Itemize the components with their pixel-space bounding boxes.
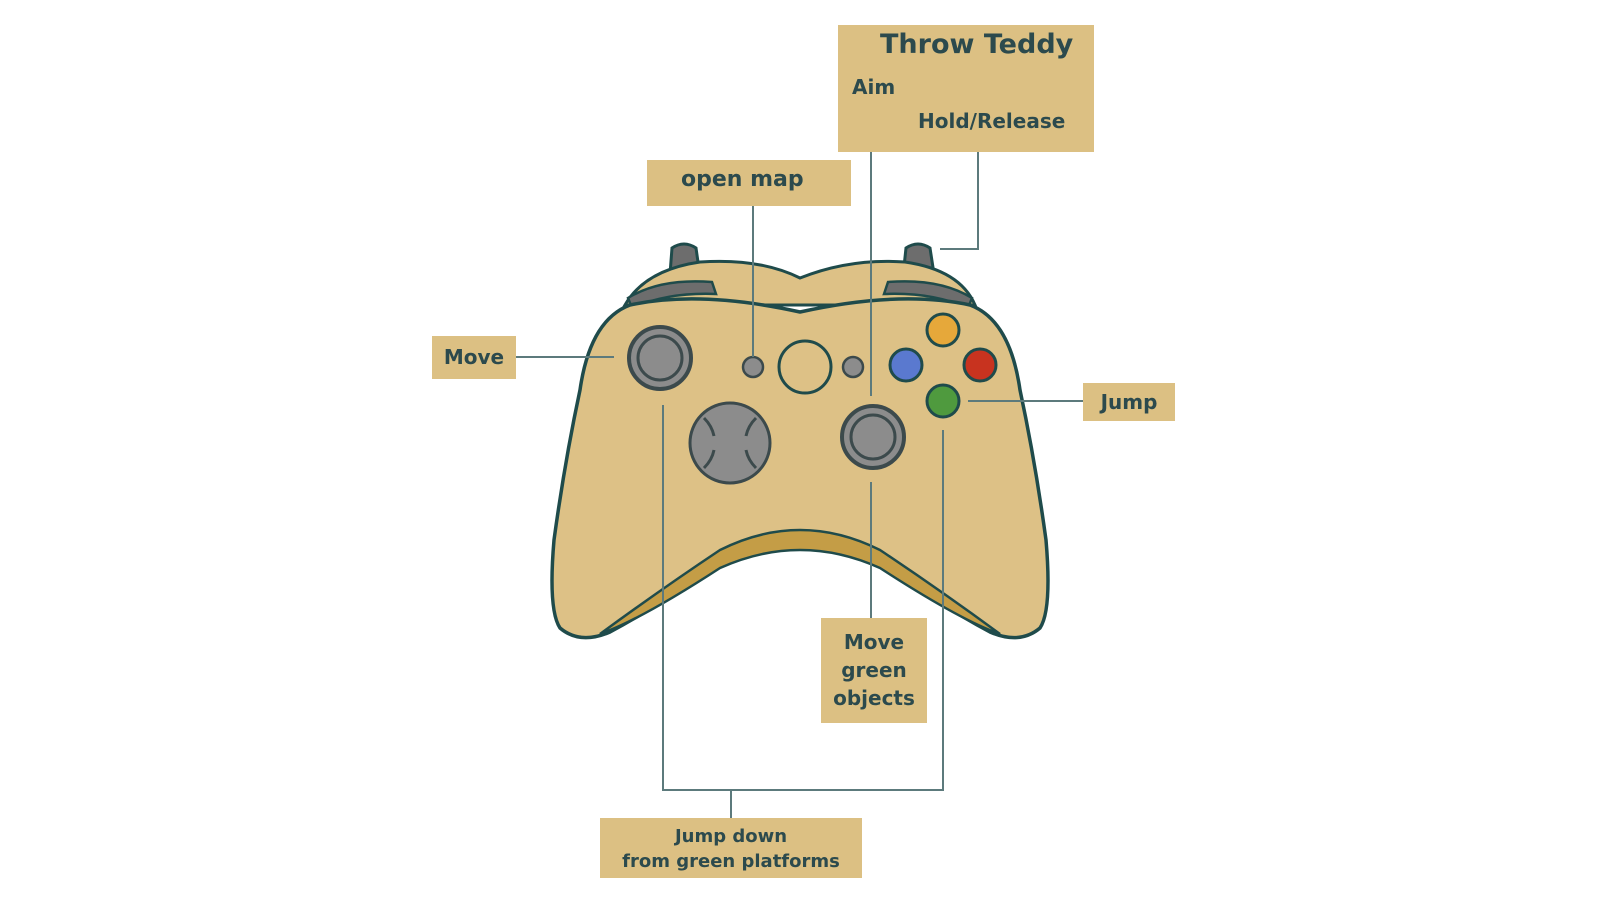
throw-teddy-label: Throw Teddy Aim Hold/Release — [838, 25, 1094, 152]
start-button — [841, 355, 865, 379]
hold-release-label: Hold/Release — [918, 109, 1066, 133]
back-button — [741, 355, 765, 379]
move-label: Move — [432, 336, 516, 379]
move-green-line-1: Move — [843, 630, 905, 654]
left-stick — [627, 325, 693, 391]
move-green-line-2: green — [841, 658, 907, 682]
y-button — [925, 312, 961, 348]
leader-hold-release — [940, 152, 979, 250]
controller-grip-shading — [599, 528, 1001, 636]
guide-button — [777, 339, 833, 395]
jump-label: Jump — [1083, 383, 1175, 421]
aim-label: Aim — [852, 75, 896, 99]
throw-teddy-title: Throw Teddy — [880, 29, 1074, 60]
dpad — [688, 401, 772, 485]
right-stick — [840, 404, 906, 470]
jump-down-label: Jump down from green platforms — [600, 818, 862, 878]
move-green-line-3: objects — [833, 686, 915, 710]
open-map-label: open map — [647, 160, 851, 206]
x-button — [888, 347, 924, 383]
jump-down-line-2: from green platforms — [622, 851, 840, 872]
leader-jump-down — [662, 405, 944, 791]
a-button — [925, 383, 961, 419]
b-button — [962, 347, 998, 383]
jump-down-line-1: Jump down — [674, 826, 788, 847]
move-green-objects-label: Move green objects — [821, 618, 927, 723]
